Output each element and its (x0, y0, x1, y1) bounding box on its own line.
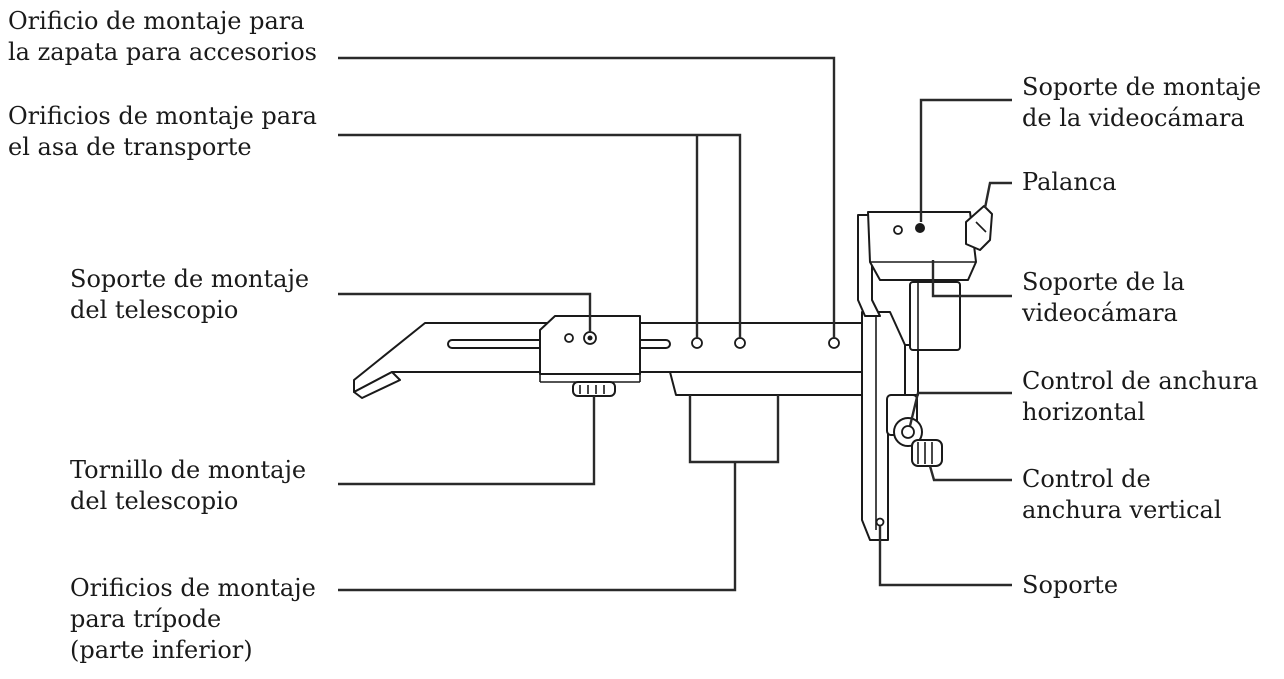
label-line: del telescopio (70, 296, 239, 324)
label-horizontal-width: Control de anchura horizontal (1022, 366, 1258, 428)
label-line: la zapata para accesorios (8, 38, 317, 66)
label-lever: Palanca (1022, 167, 1117, 198)
label-line: de la videocámara (1022, 104, 1245, 132)
label-camcorder-support: Soporte de la videocámara (1022, 267, 1185, 329)
accessory-shoe-hole-part (828, 337, 840, 349)
label-line: el asa de transporte (8, 133, 252, 161)
label-line: Soporte (1022, 571, 1119, 599)
label-telescope-mount: Soporte de montaje del telescopio (70, 264, 309, 326)
lever-part (965, 205, 993, 251)
leader-lines (338, 56, 1012, 592)
label-line: videocámara (1022, 299, 1178, 327)
label-line: del telescopio (70, 487, 239, 515)
label-line: Soporte de la (1022, 268, 1185, 296)
camcorder-mount-part (867, 211, 977, 281)
telescope-screw-part (579, 385, 605, 394)
camcorder-support-part (857, 214, 961, 351)
label-camcorder-mount: Soporte de montaje de la videocámara (1022, 72, 1261, 134)
label-line: anchura vertical (1022, 496, 1222, 524)
label-vertical-width: Control de anchura vertical (1022, 464, 1222, 526)
label-line: Soporte de montaje (1022, 73, 1262, 101)
label-tripod-holes: Orificios de montaje para trípode (parte… (70, 573, 316, 666)
label-accessory-shoe-hole: Orificio de montaje para la zapata para … (8, 6, 317, 68)
label-line: horizontal (1022, 398, 1146, 426)
label-telescope-screw: Tornillo de montaje del telescopio (70, 455, 306, 517)
vertical-bracket-part (861, 311, 919, 541)
vertical-width-control-part (911, 439, 943, 467)
label-line: Palanca (1022, 168, 1117, 196)
label-bracket: Soporte (1022, 570, 1118, 601)
label-line: Orificios de montaje (70, 574, 316, 602)
label-line: Soporte de montaje (70, 265, 310, 293)
label-line: (parte inferior) (70, 636, 253, 664)
label-line: para trípode (70, 605, 222, 633)
label-carry-handle-holes: Orificios de montaje para el asa de tran… (8, 101, 317, 163)
label-line: Tornillo de montaje (70, 456, 307, 484)
telescope-mount-part (539, 315, 641, 397)
label-line: Control de anchura (1022, 367, 1259, 395)
label-line: Orificio de montaje para (8, 7, 305, 35)
label-line: Control de (1022, 465, 1151, 493)
label-line: Orificios de montaje para (8, 102, 317, 130)
